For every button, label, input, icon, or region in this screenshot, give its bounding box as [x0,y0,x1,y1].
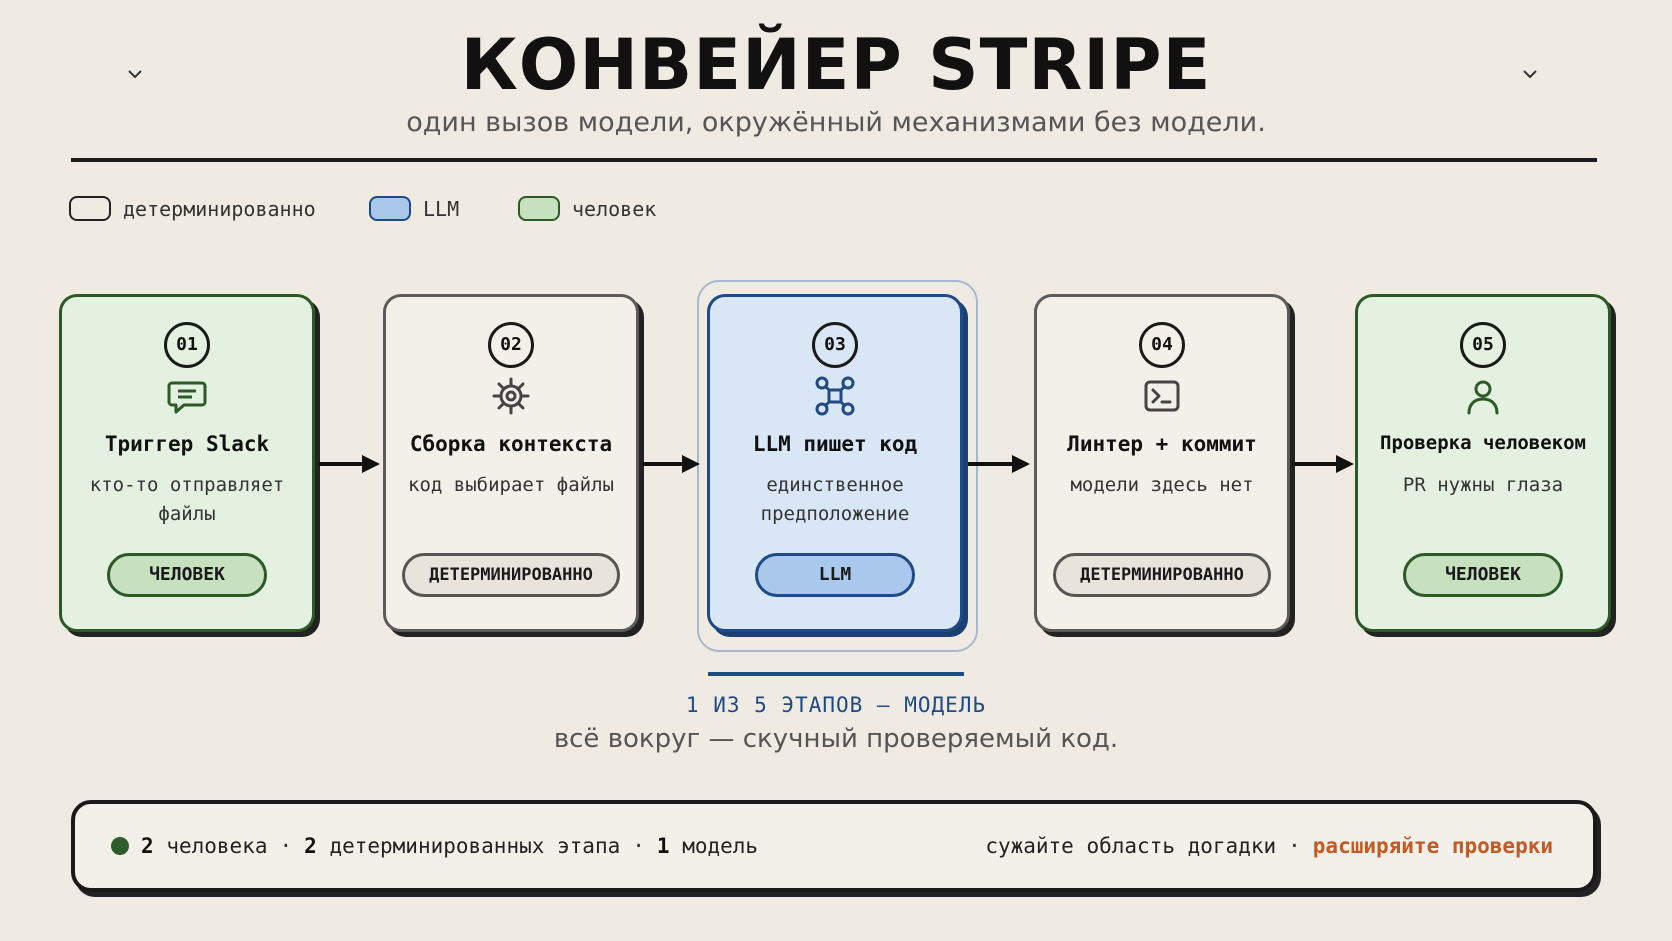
legend-label: детерминированно [123,196,316,221]
stage-title: Проверка человеком [1380,432,1586,454]
caption-sub: всё вокруг — скучный проверяемый код. [553,724,1119,754]
legend-swatch [518,196,560,221]
human-count: 2 [141,834,154,858]
deterministic-count-label: детерминированных этапа [329,834,621,858]
stage-type-badge: LLM [755,553,915,597]
advice-expand: расширяйте проверки [1312,834,1553,858]
chat-icon [166,375,208,417]
llm-stage-underline [708,672,964,676]
stage-type-badge: ДЕТЕРМИНИРОВАННО [1053,553,1271,597]
summary-bar: 2 человека · 2 детерминированных этапа ·… [71,800,1597,892]
legend-label: LLM [423,196,460,221]
page-title: КОНВЕЙЕР STRIPE [460,24,1212,106]
stage-description: кто-то отправляет файлы [89,474,285,525]
stage-description: единственное предположение [760,474,910,525]
stage-linter-commit[interactable]: 04 Линтер + коммит модели здесь нет ДЕТЕ… [1034,294,1290,632]
stage-title: Триггер Slack [104,432,270,456]
stage-description: код выбирает файлы [408,474,614,496]
stage-number: 03 [812,322,858,368]
model-count: 1 [656,834,670,858]
status-dot-icon [111,837,129,855]
stage-number: 04 [1139,322,1185,368]
stage-description: PR нужны глаза [1402,474,1564,496]
flow-arrow [642,453,700,475]
stage-context-assembly[interactable]: 02 Сборка контекста код выбирает файлы Д… [383,294,639,632]
stage-type-badge: ЧЕЛОВЕК [1403,553,1563,597]
flow-arrow [1292,453,1354,475]
stage-human-review[interactable]: 05 Проверка человеком PR нужны глаза ЧЕЛ… [1355,294,1611,632]
deterministic-count: 2 [304,834,317,858]
network-icon [814,375,856,417]
flow-arrow [318,453,380,475]
terminal-icon [1141,375,1183,417]
stage-number: 02 [488,322,534,368]
advice-narrow: сужайте область догадки [985,834,1277,858]
chevron-down-icon[interactable] [127,66,143,82]
separator: · [279,834,293,858]
legend-swatch [69,196,111,221]
legend-item-deterministic: детерминированно [69,196,316,221]
stage-title: Сборка контекста [409,432,613,456]
stage-type-badge: ЧЕЛОВЕК [107,553,267,597]
legend-swatch [369,196,411,221]
stage-type-badge: ДЕТЕРМИНИРОВАННО [402,553,620,597]
human-count-label: человека [166,834,268,858]
stage-description: модели здесь нет [1070,474,1254,496]
flow-arrow [968,453,1030,475]
stage-number: 05 [1460,322,1506,368]
summary-counts: 2 человека · 2 детерминированных этапа ·… [111,804,758,888]
stage-title: Линтер + коммит [1067,432,1257,456]
stage-number: 01 [164,322,210,368]
legend-item-llm: LLM [369,196,459,221]
legend-label: человек [572,196,657,221]
model-count-label: модель [682,834,759,858]
stage-slack-trigger[interactable]: 01 Триггер Slack кто-то отправляет файлы… [59,294,315,632]
gear-icon [490,375,532,417]
stage-llm-writes-code[interactable]: 03 LLM пишет код единственное предположе… [707,294,963,632]
user-icon [1462,375,1504,417]
separator: · [1288,834,1301,858]
chevron-down-icon[interactable] [1522,66,1538,82]
legend-item-human: человек [518,196,656,221]
page-subtitle: один вызов модели, окружённый механизмам… [406,107,1266,138]
caption-main: 1 ИЗ 5 ЭТАПОВ — МОДЕЛЬ [685,693,987,717]
divider [71,158,1597,162]
stage-title: LLM пишет код [752,432,918,456]
separator: · [632,834,645,858]
summary-advice: сужайте область догадки · расширяйте про… [985,804,1553,888]
